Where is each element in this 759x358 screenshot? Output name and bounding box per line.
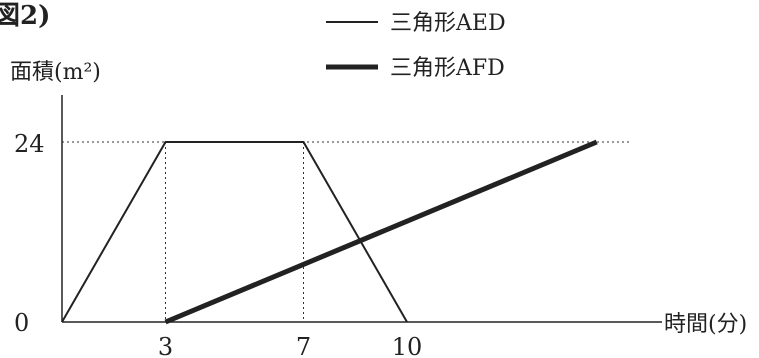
x-tick-10: 10 — [392, 333, 423, 358]
y-tick-0: 0 — [14, 309, 29, 337]
x-tick-7: 7 — [296, 333, 311, 358]
series-line-aed — [61, 141, 408, 323]
x-tick-3: 3 — [158, 333, 173, 358]
series-line-afd — [164, 139, 598, 325]
x-axis-label: 時間(分) — [664, 312, 747, 337]
ticks: 0 24 3 7 10 — [14, 130, 422, 358]
legend-label-aed: 三角形AED — [390, 11, 506, 36]
figure-label: 図2) — [0, 1, 50, 31]
axes — [61, 95, 662, 323]
legend: 三角形AED 三角形AFD — [326, 11, 506, 81]
y-tick-24: 24 — [14, 130, 45, 158]
guide-lines — [62, 141, 630, 322]
y-axis-label: 面積(m²) — [10, 60, 101, 85]
legend-label-afd: 三角形AFD — [390, 56, 505, 81]
series — [61, 139, 598, 325]
